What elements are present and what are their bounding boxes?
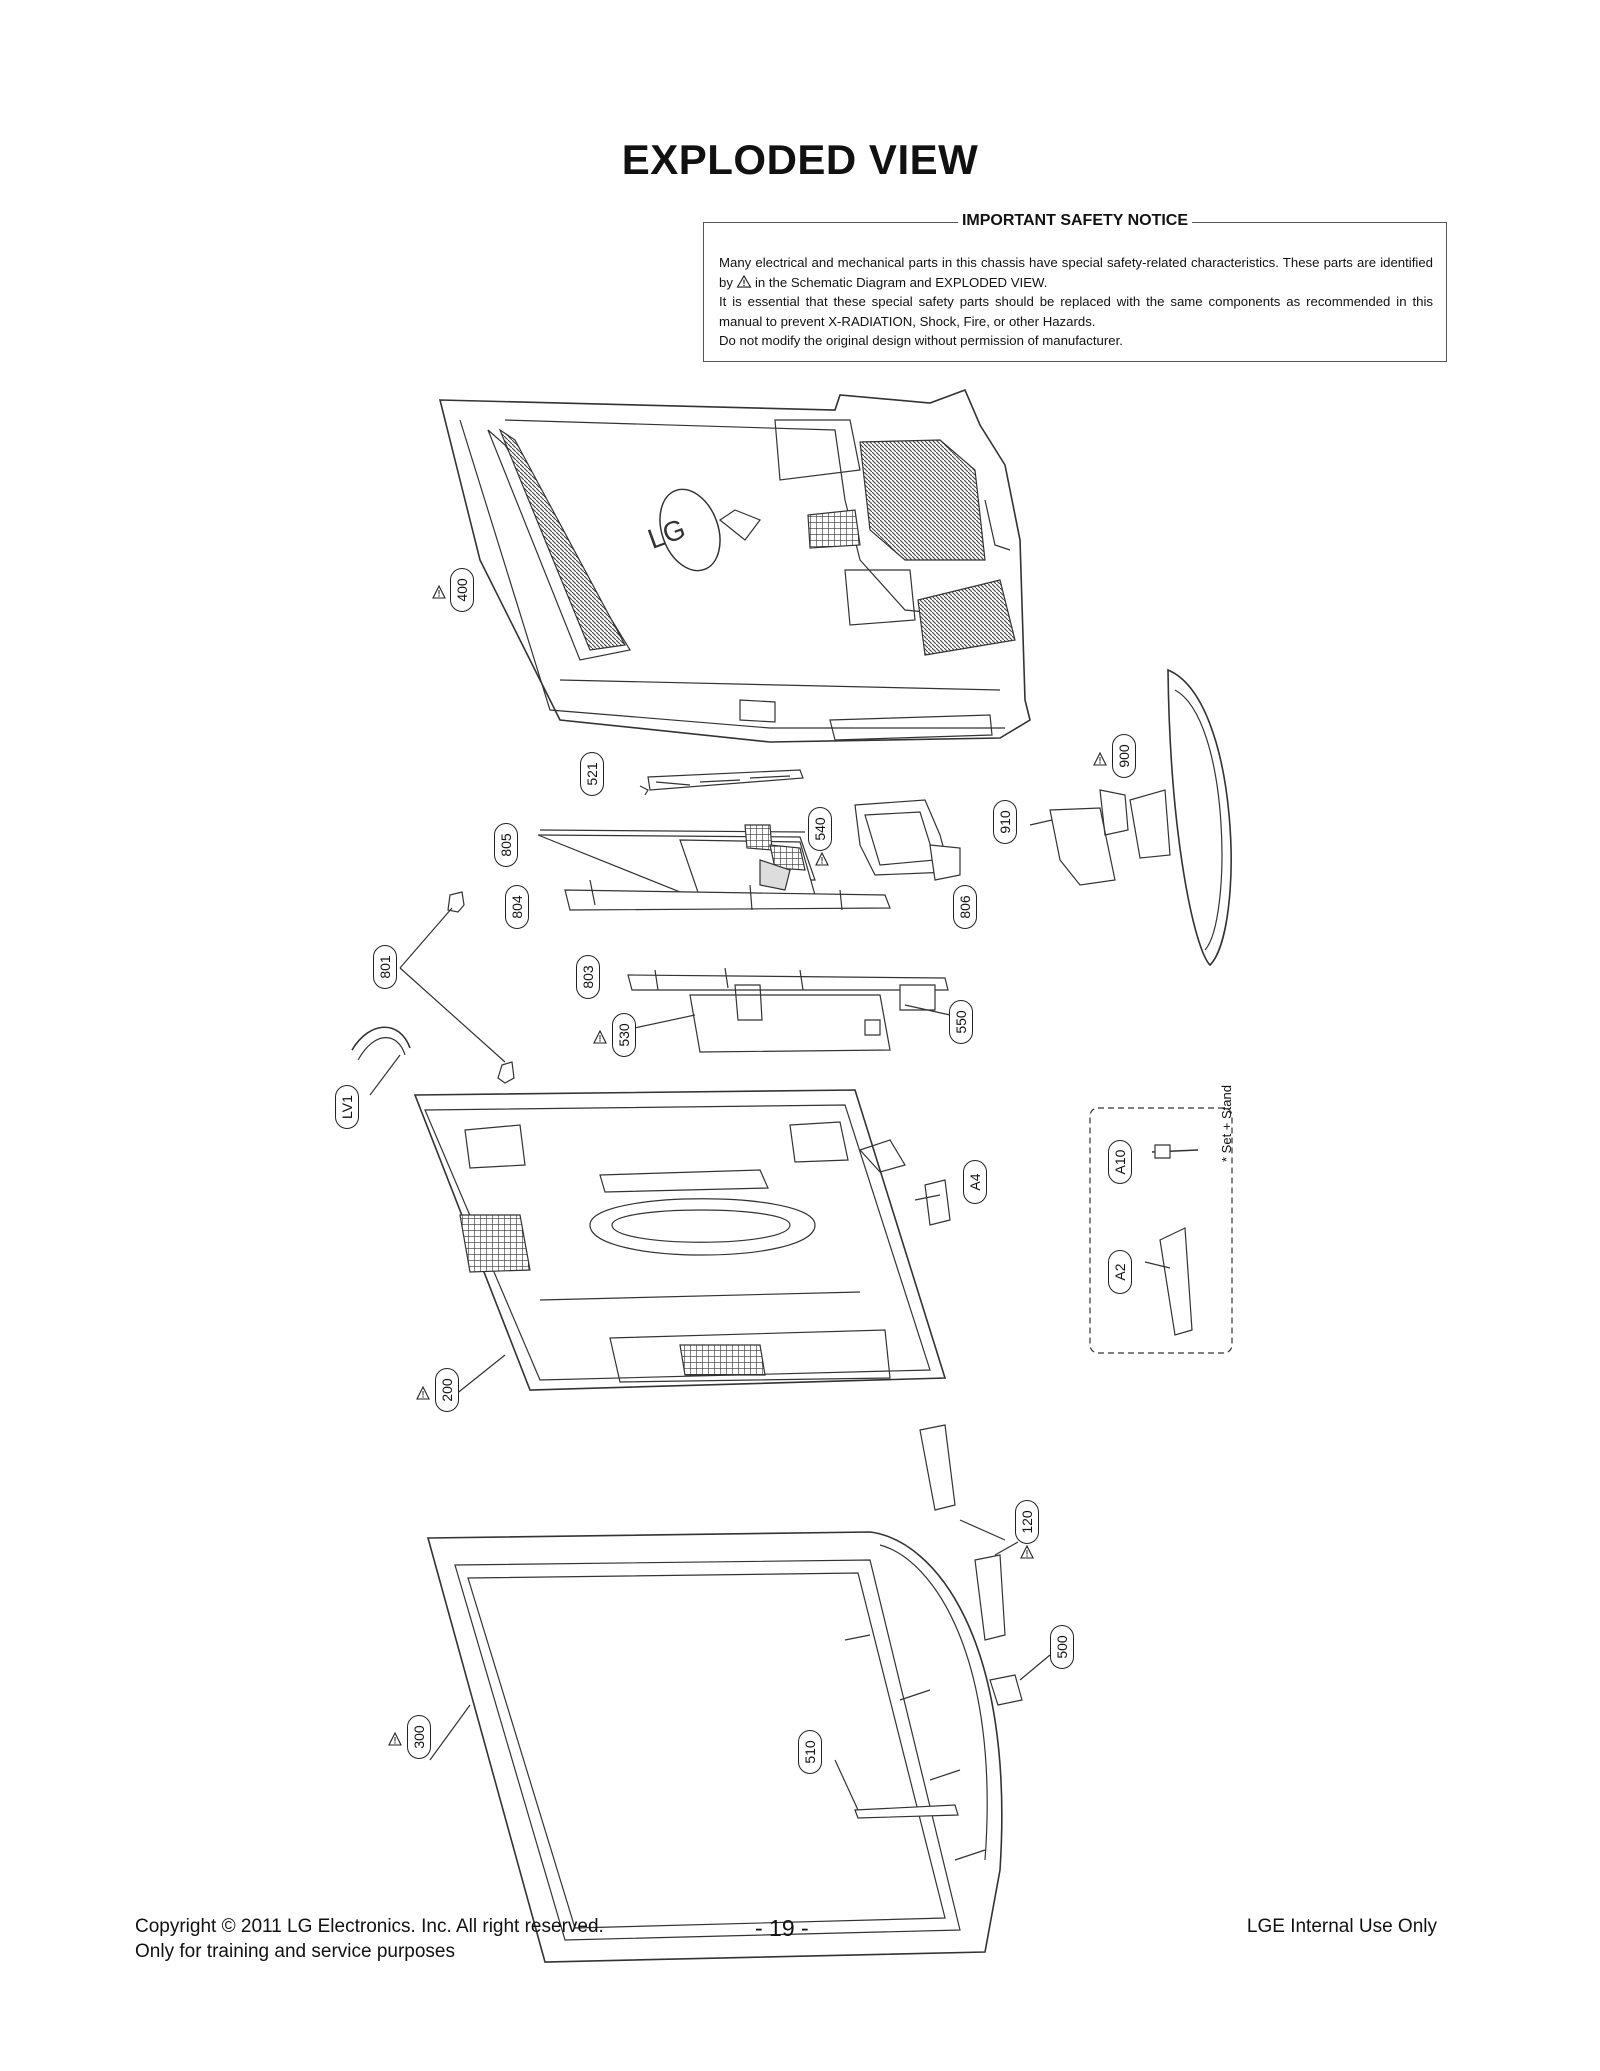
warning-triangle-icon [432,585,446,599]
callout-510: 510 [798,1730,822,1774]
callout-120: 120 [1015,1500,1039,1544]
warning-triangle-icon [736,274,752,288]
notice-line-1a: Many electrical and mechanical parts in … [719,255,1433,290]
callout-804: 804 [505,885,529,929]
warning-triangle-icon [1093,752,1107,766]
callout-200: 200 [435,1368,459,1412]
page-number: - 19 - [755,1915,809,1941]
training-text: Only for training and service purposes [135,1941,455,1962]
callout-300: 300 [407,1715,431,1759]
callout-A10: A10 [1108,1140,1132,1184]
notice-line-3: Do not modify the original design withou… [719,333,1123,348]
page-title: EXPLODED VIEW [621,136,979,183]
warning-triangle-icon [815,852,829,866]
notice-line-2: It is essential that these special safet… [719,294,1433,329]
stand-note: * Set + Stand [1219,1085,1234,1162]
footer-copyright: Copyright © 2011 LG Electronics. Inc. Al… [135,1914,604,1964]
callout-540: 540 [808,807,832,851]
warning-triangle-icon [388,1732,402,1746]
callout-801: 801 [373,945,397,989]
part-510 [834,1759,959,1819]
safety-notice-body: Many electrical and mechanical parts in … [719,253,1433,351]
part-805-main-board [537,824,816,901]
part-900-stand-base [1129,668,1232,967]
callout-806: 806 [953,885,977,929]
safety-notice-box: IMPORTANT SAFETY NOTICE Many electrical … [703,212,1447,362]
callout-400: 400 [450,568,474,612]
part-804 [564,879,891,911]
part-801-clips [399,891,515,1084]
internal-use-label: LGE Internal Use Only [1246,1916,1437,1937]
part-521 [639,769,804,796]
part-200-chassis [413,1089,947,1396]
part-803-530-550 [624,967,951,1053]
callout-500: 500 [1050,1625,1074,1669]
copyright-text: Copyright © 2011 LG Electronics. Inc. Al… [135,1916,604,1937]
back-cover-400 [438,388,1031,743]
callout-550: 550 [949,1000,973,1044]
warning-triangle-icon [1020,1545,1034,1559]
part-LV1-cable [351,1026,411,1096]
callout-805: 805 [494,823,518,867]
callout-530: 530 [612,1013,636,1057]
part-120-speakers [919,1424,1019,1641]
warning-triangle-icon [416,1386,430,1400]
callout-A2: A2 [1108,1250,1132,1294]
callout-LV1: LV1 [335,1085,359,1129]
callout-900: 900 [1112,734,1136,778]
callout-A4: A4 [963,1160,987,1204]
stand-kit-group [1089,1107,1233,1354]
part-806 [854,799,961,881]
part-300-front-bezel [426,1531,1003,1963]
callout-521: 521 [580,752,604,796]
part-500 [989,1654,1051,1706]
safety-notice-heading: IMPORTANT SAFETY NOTICE [957,212,1193,229]
callout-910: 910 [993,800,1017,844]
part-910-stand-neck [1029,789,1129,886]
callout-803: 803 [576,955,600,999]
notice-line-1b: in the Schematic Diagram and EXPLODED VI… [754,274,1048,290]
part-A4 [914,1179,951,1226]
warning-triangle-icon [593,1030,607,1044]
